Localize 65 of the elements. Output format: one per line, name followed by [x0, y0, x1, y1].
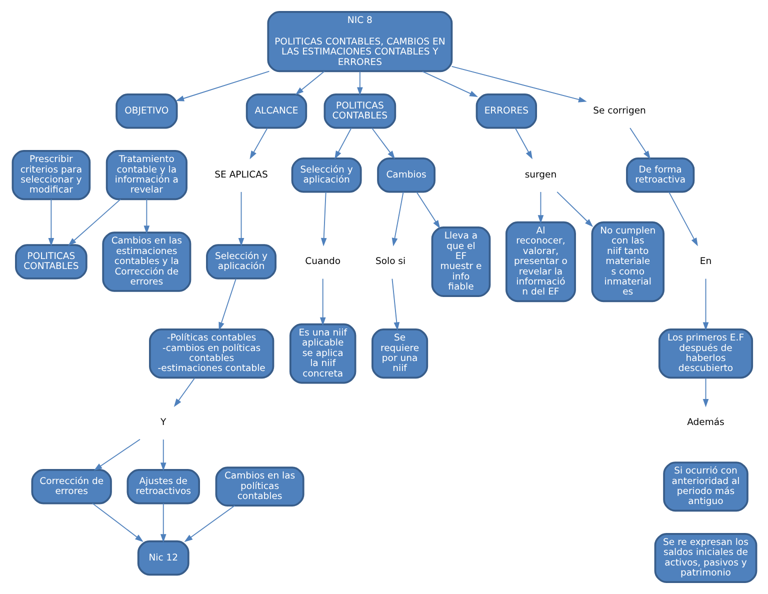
node-text: SE APLICAS [214, 169, 268, 180]
node-box: Cambios en las estimaciones contables y la Corrección de errores [102, 232, 191, 292]
arrow [514, 128, 532, 160]
arrow [160, 439, 166, 471]
node-box: Prescribir criterios para seleccionar y modificar [11, 150, 90, 200]
node-box: De forma retroactiva [626, 157, 694, 193]
node-box: ALCANCE [245, 93, 307, 129]
arrow [537, 192, 544, 224]
arrow [238, 192, 244, 246]
arrow [668, 192, 698, 246]
arrow [422, 70, 478, 98]
node-box: Lleva a que el EF muestr e info fiable [430, 226, 490, 297]
arrow [356, 71, 362, 96]
node-box: POLITICAS CONTABLES [14, 244, 87, 280]
node-box: Si ocurrió con anterioridad al periodo más antiguo [662, 462, 748, 512]
node-box: Los primeros E.F después de haberlos descubierto [658, 328, 753, 379]
arrow [702, 278, 708, 331]
node-text: Además [686, 416, 724, 428]
node-text: Y [160, 416, 166, 428]
arrow [68, 198, 121, 246]
arrow [294, 70, 324, 95]
arrow [184, 505, 235, 542]
node-box: Cambios en las políticas contables [214, 466, 304, 507]
node-box: OBJETIVO [115, 93, 178, 129]
arrow [249, 128, 268, 160]
arrow [416, 192, 440, 229]
node-text: Solo si [374, 256, 406, 268]
node-text: En [699, 256, 712, 268]
arrow [702, 378, 708, 408]
node-box: -Políticas contables -cambios en políticas contables -estimaciones contable [148, 328, 274, 379]
arrow [370, 128, 395, 160]
node-box: Se re expresan los saldos iniciales de activos, pasivos y patrimonio [654, 532, 757, 584]
arrow [91, 502, 143, 542]
node-box: Al reconocer, valorar, presentar o revelar la informació n del EF [505, 221, 576, 302]
node-box: Cambios [376, 157, 435, 193]
node-box: Ajustes de retroactivos [126, 468, 200, 504]
arrow [450, 66, 586, 102]
node-text: Cuando [304, 256, 340, 268]
arrow [629, 128, 650, 160]
node-box: Nic 12 [136, 540, 189, 576]
arrow [160, 502, 166, 542]
arrow [319, 278, 326, 326]
arrow [173, 378, 195, 408]
node-box: ERRORES [475, 93, 537, 129]
node-text: Se corrigen [592, 105, 646, 116]
arrow [556, 192, 593, 227]
arrow [143, 198, 150, 234]
node-box: Selección y aplicación [290, 157, 362, 193]
arrow [391, 192, 404, 246]
node-box: Es una niif aplicable se aplica la niif concreta [288, 323, 356, 384]
arrow [93, 438, 140, 471]
node-box: NIC 8 POLITICAS CONTABLES, CAMBIOS EN LAS ESTIMACIONES CONTABLES Y ERRORES [266, 10, 452, 72]
arrow [320, 192, 326, 246]
arrow [175, 70, 270, 102]
node-box: Selección y aplicación [206, 244, 276, 280]
node-text: surgen [524, 169, 556, 180]
arrow [334, 128, 352, 160]
node-box: Se requiere por una niif [371, 328, 428, 379]
node-box: No cumplen con las niif tanto materiale s como inmaterial es [590, 221, 664, 302]
node-box: POLITICAS CONTABLES [323, 93, 396, 129]
arrow [48, 198, 54, 246]
arrow [391, 278, 400, 331]
node-box: Corrección de errores [30, 468, 112, 504]
node-box: Tratamiento contable y la información a revelar [105, 150, 187, 200]
arrow [218, 278, 236, 331]
